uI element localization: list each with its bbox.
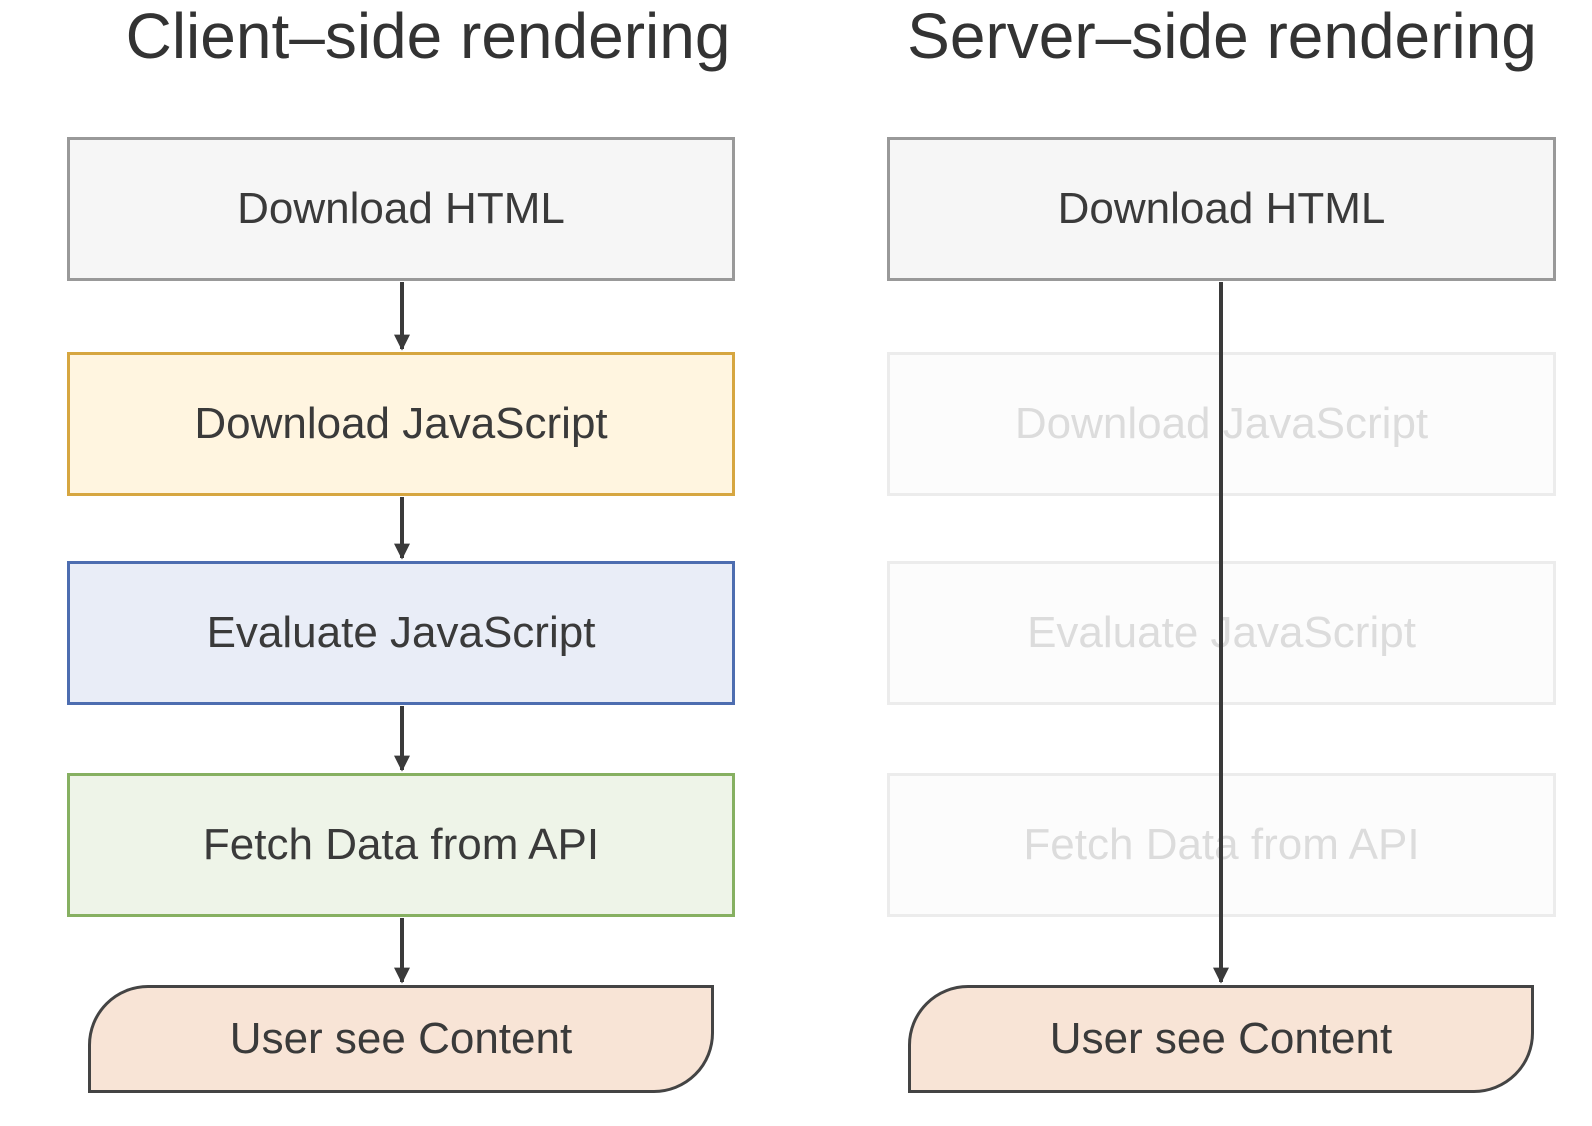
server-user-content-label: User see Content (1049, 1014, 1393, 1063)
client-user-content-box: User see Content (88, 985, 714, 1093)
client-download-html-box: Download HTML (67, 137, 735, 281)
server-user-content-box: User see Content (908, 985, 1534, 1093)
client-download-js-label: Download JavaScript (194, 399, 608, 448)
server-download-html-box: Download HTML (887, 137, 1556, 281)
client-download-html-label: Download HTML (237, 184, 565, 233)
client-download-js-box: Download JavaScript (67, 352, 735, 496)
server-download-js-box: Download JavaScript (887, 352, 1556, 496)
client-evaluate-js-box: Evaluate JavaScript (67, 561, 735, 705)
server-evaluate-js-box: Evaluate JavaScript (887, 561, 1556, 705)
server-side-title: Server–side rendering (907, 0, 1537, 72)
server-download-html-label: Download HTML (1057, 184, 1386, 233)
client-fetch-api-box: Fetch Data from API (67, 773, 735, 917)
client-fetch-api-label: Fetch Data from API (202, 820, 600, 869)
server-fetch-api-label: Fetch Data from API (1023, 820, 1420, 869)
server-fetch-api-box: Fetch Data from API (887, 773, 1556, 917)
client-side-title: Client–side rendering (125, 0, 731, 72)
client-user-content-label: User see Content (229, 1014, 573, 1063)
server-evaluate-js-label: Evaluate JavaScript (1027, 608, 1416, 657)
server-download-js-label: Download JavaScript (1014, 399, 1429, 448)
client-evaluate-js-label: Evaluate JavaScript (206, 608, 596, 657)
